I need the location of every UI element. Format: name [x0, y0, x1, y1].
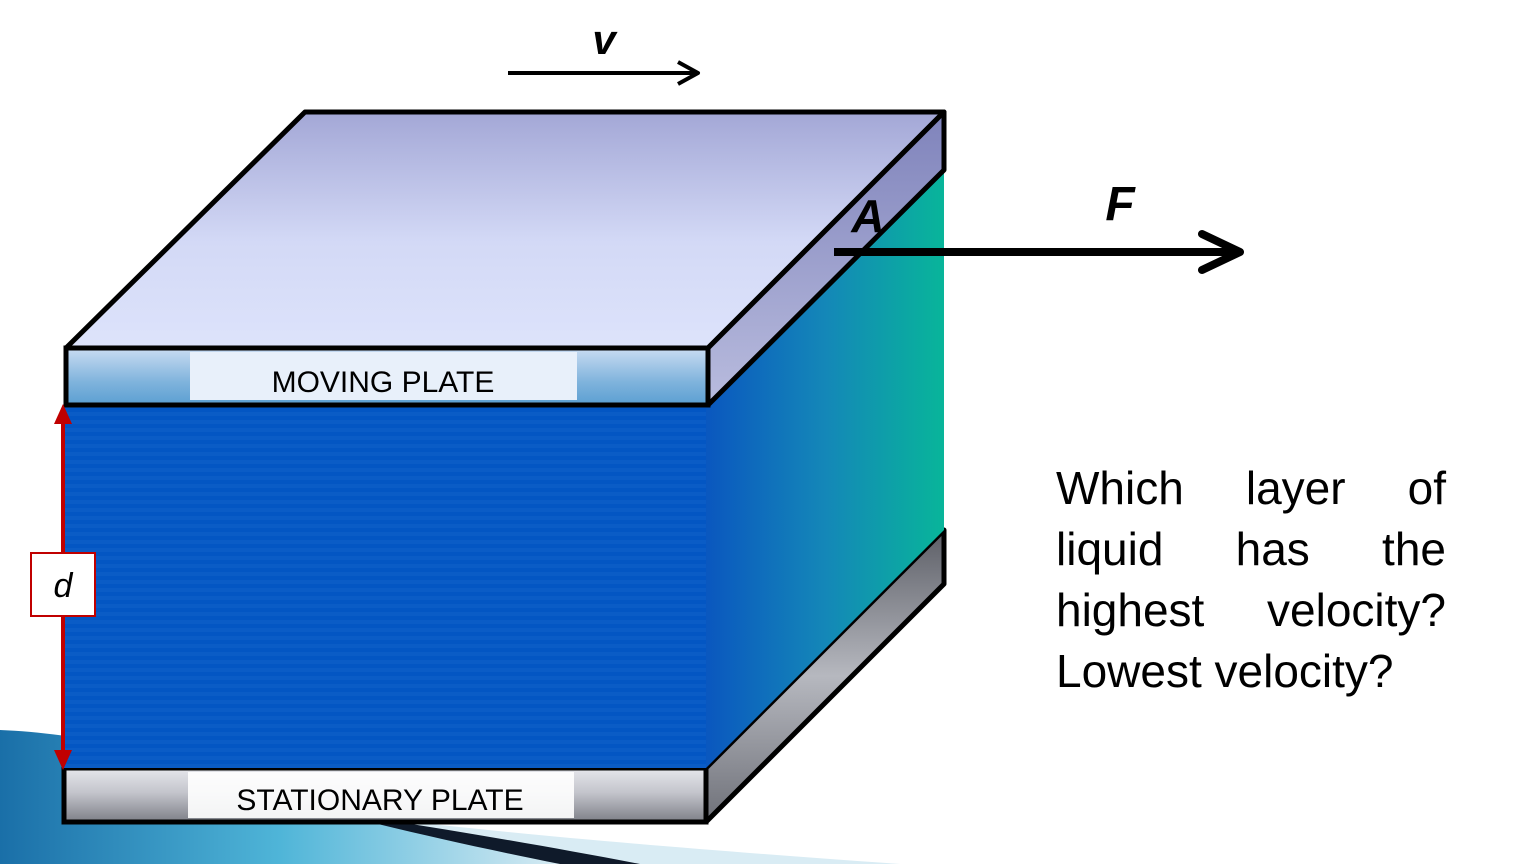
moving-plate [63, 109, 947, 408]
stationary-plate-label: STATIONARY PLATE [236, 784, 523, 817]
force-arrow [834, 230, 1244, 274]
distance-arrow [30, 404, 96, 770]
area-label: A [850, 190, 884, 242]
force-label: F [1105, 178, 1136, 231]
velocity-arrow [508, 60, 700, 86]
liquid-block [64, 170, 944, 768]
question-text: Which layer of liquid has the highest ve… [1056, 462, 1446, 697]
moving-plate-label: MOVING PLATE [272, 366, 495, 399]
distance-label: d [54, 567, 74, 605]
velocity-label: v [592, 16, 618, 63]
stationary-plate [61, 527, 947, 825]
